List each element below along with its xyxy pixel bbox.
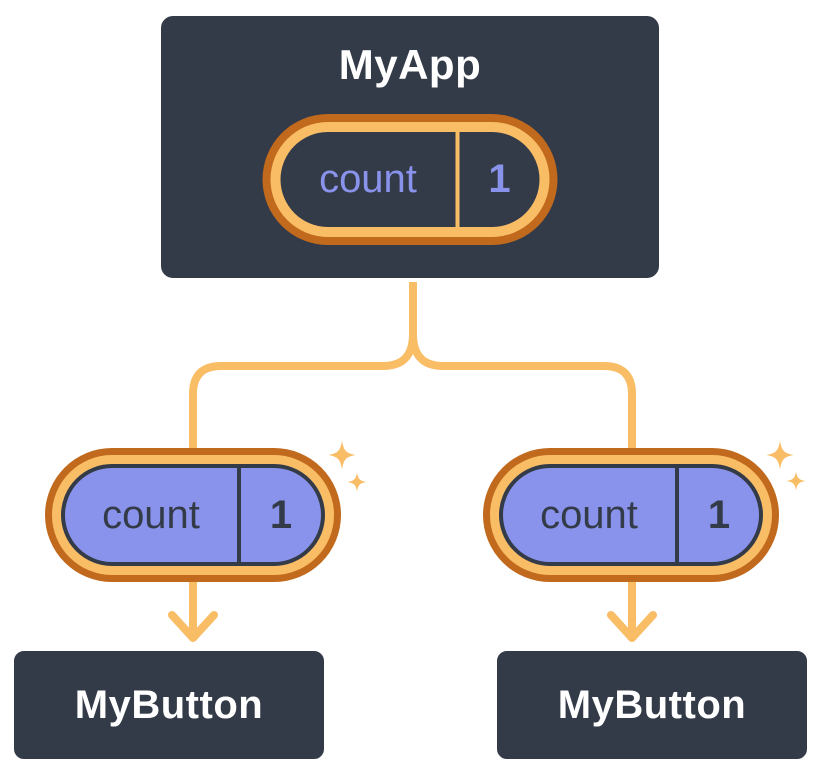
state-pill-ring: count 1 [52, 455, 334, 575]
pill-divider [455, 132, 460, 227]
state-name: count [540, 492, 638, 537]
state-value: 1 [707, 492, 731, 537]
component-box-mybutton-right: MyButton [493, 647, 811, 763]
state-pill-body: count 1 [280, 132, 540, 227]
state-pill-body: count 1 [61, 464, 325, 566]
state-value: 1 [269, 492, 293, 537]
state-name: count [102, 492, 200, 537]
component-box-myapp: MyApp count 1 [157, 12, 663, 282]
arrow-down-icon-right [607, 574, 657, 642]
sparkle-icon-left [328, 440, 367, 492]
component-title-myapp: MyApp [338, 41, 482, 88]
component-title-mybutton: MyButton [557, 682, 747, 727]
state-pill-ring: count 1 [490, 455, 772, 575]
fork-connector-left [189, 333, 417, 450]
sparkle-icon-right [766, 440, 806, 491]
component-box-mybutton-left: MyButton [10, 647, 328, 763]
component-title-mybutton: MyButton [74, 682, 264, 727]
state-value: 1 [488, 157, 511, 201]
state-pill-right: count 1 [483, 448, 779, 582]
pill-divider [675, 468, 679, 562]
state-pill-root: count 1 [262, 114, 558, 245]
state-pill-body: count 1 [499, 464, 763, 566]
fork-connector-right [409, 333, 636, 450]
state-pill-ring: count 1 [270, 122, 550, 237]
arrow-down-icon-left [168, 574, 218, 642]
state-name: count [319, 157, 417, 201]
state-pill-left: count 1 [45, 448, 341, 582]
pill-divider [237, 468, 241, 562]
